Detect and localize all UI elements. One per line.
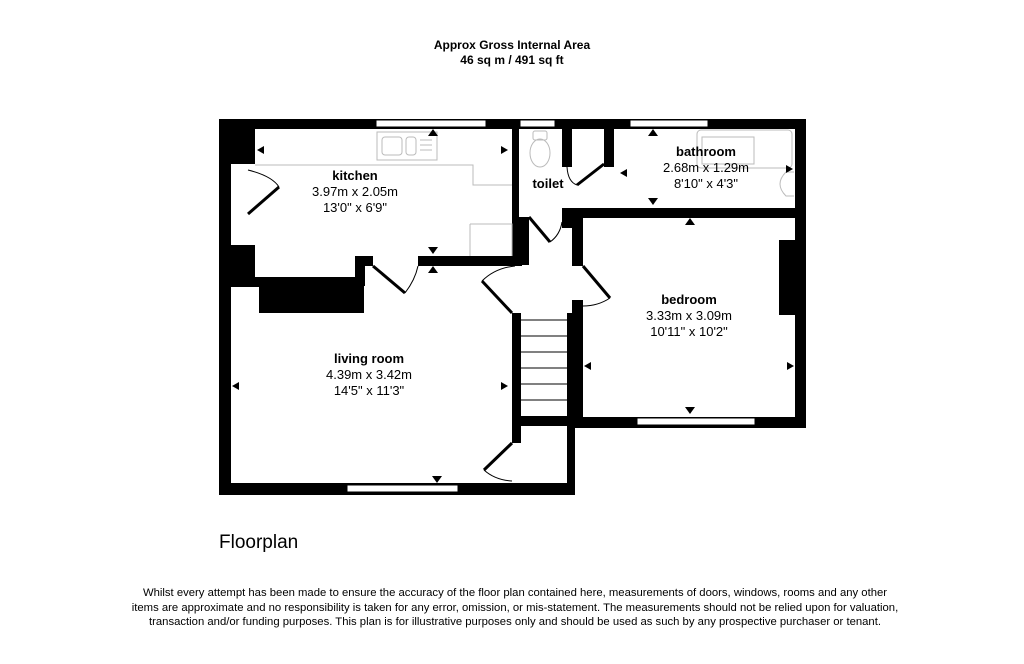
room-metric: 3.97m x 2.05m <box>312 184 398 199</box>
room-metric: 2.68m x 1.29m <box>663 160 749 175</box>
room-bedroom: bedroom 3.33m x 3.09m 10'11" x 10'2" <box>646 292 732 340</box>
room-name: bedroom <box>661 292 717 307</box>
fixtures <box>255 129 794 256</box>
room-metric: 4.39m x 3.42m <box>326 367 412 382</box>
room-imperial: 10'11" x 10'2" <box>650 324 728 339</box>
dimension-arrows <box>232 129 794 483</box>
room-name: bathroom <box>676 144 736 159</box>
room-name: living room <box>333 351 405 366</box>
room-kitchen: kitchen 3.97m x 2.05m 13'0" x 6'9" <box>312 168 398 216</box>
room-metric: 3.33m x 3.09m <box>646 308 732 323</box>
staircase <box>521 319 567 401</box>
area-title: Approx Gross Internal Area <box>433 38 591 52</box>
area-header: Approx Gross Internal Area 46 sq m / 491… <box>0 38 1024 68</box>
room-living-room: living room 4.39m x 3.42m 14'5" x 11'3" <box>326 351 412 399</box>
doors <box>247 162 612 482</box>
room-name: toilet <box>532 176 564 191</box>
room-name: kitchen <box>332 168 378 183</box>
room-toilet: toilet <box>532 176 563 192</box>
room-imperial: 14'5" x 11'3" <box>333 383 405 398</box>
disclaimer-text: Whilst every attempt has been made to en… <box>131 587 899 628</box>
area-value: 46 sq m / 491 sq ft <box>460 53 564 67</box>
windows <box>346 119 756 493</box>
room-imperial: 13'0" x 6'9" <box>322 200 388 215</box>
floor-title: Floorplan <box>219 532 299 553</box>
room-bathroom: bathroom 2.68m x 1.29m 8'10" x 4'3" <box>663 144 749 192</box>
room-imperial: 8'10" x 4'3" <box>673 176 739 191</box>
